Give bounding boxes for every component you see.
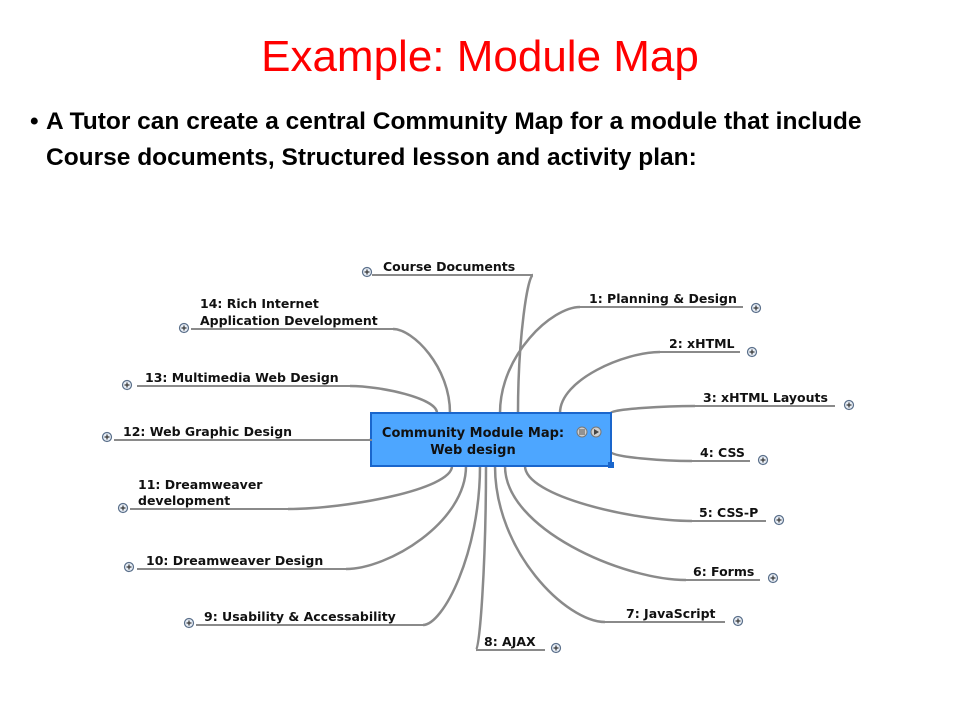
topic-label: 14: Rich Internet [200, 296, 319, 311]
expand-plus-icon[interactable] [117, 502, 129, 514]
topic-node-course-documents[interactable]: Course Documents [361, 259, 534, 278]
expand-plus-icon[interactable] [767, 572, 779, 584]
branch-lines [287, 273, 696, 652]
topic-node-lesson-5[interactable]: 5: CSS-P [692, 505, 785, 526]
topic-node-lesson-10[interactable]: 10: Dreamweaver Design [123, 553, 347, 573]
expand-plus-icon[interactable] [746, 346, 758, 358]
central-node-title: Community Module Map: [382, 426, 564, 441]
expand-plus-icon[interactable] [183, 617, 195, 629]
topic-label: 3: xHTML Layouts [703, 390, 828, 405]
topic-nodes: Course Documents 1: Planning & Design 2: x… [101, 259, 855, 654]
bullet-item: • A Tutor can create a central Community… [30, 104, 940, 176]
branch-line-lesson-6 [503, 465, 687, 582]
branch-line-lesson-9 [422, 465, 482, 627]
expand-plus-icon[interactable] [123, 561, 135, 573]
topic-label: 11: Dreamweaver [138, 477, 263, 492]
topic-label: 9: Usability & Accessability [204, 609, 396, 624]
expand-plus-icon[interactable] [750, 302, 762, 314]
topic-label: 1: Planning & Design [589, 291, 737, 306]
expand-plus-icon[interactable] [732, 615, 744, 627]
central-menu-icon[interactable] [576, 426, 588, 438]
topic-label: 13: Multimedia Web Design [145, 370, 339, 385]
bullet-text: A Tutor can create a central Community M… [46, 108, 862, 171]
branch-line-lesson-8 [474, 465, 488, 652]
bullet-dot-icon: • [30, 108, 39, 135]
topic-node-lesson-12[interactable]: 12: Web Graphic Design [101, 424, 373, 443]
central-node-subtitle: Web design [430, 443, 515, 458]
topic-label: 7: JavaScript [626, 606, 716, 621]
branch-line-lesson-7 [493, 465, 606, 624]
expand-plus-icon[interactable] [773, 514, 785, 526]
expand-plus-icon[interactable] [121, 379, 133, 391]
branch-line-lesson-3 [609, 404, 696, 415]
central-node-box [370, 412, 612, 467]
branch-line-lesson-4 [609, 450, 693, 463]
topic-node-lesson-7[interactable]: 7: JavaScript [605, 606, 744, 627]
topic-label: Application Development [200, 313, 378, 328]
expand-plus-icon[interactable] [757, 454, 769, 466]
topic-label: 10: Dreamweaver Design [146, 553, 323, 568]
topic-node-lesson-4[interactable]: 4: CSS [692, 445, 769, 466]
topic-node-lesson-1[interactable]: 1: Planning & Design [580, 291, 762, 314]
central-node-handle[interactable] [608, 462, 614, 468]
central-node[interactable]: Community Module Map: Web design [370, 412, 614, 468]
branch-line-lesson-14 [392, 327, 452, 414]
topic-label: 2: xHTML [669, 336, 735, 351]
bullet-list: • A Tutor can create a central Community… [30, 104, 940, 176]
expand-plus-icon[interactable] [361, 266, 373, 278]
topic-node-lesson-2[interactable]: 2: xHTML [660, 336, 758, 358]
expand-plus-icon[interactable] [550, 642, 562, 654]
topic-node-lesson-8[interactable]: 8: AJAX [476, 634, 562, 654]
topic-label: Course Documents [383, 259, 515, 274]
topic-label: 12: Web Graphic Design [123, 424, 292, 439]
branch-line-lesson-13 [349, 384, 439, 414]
topic-label: 5: CSS-P [699, 505, 758, 520]
topic-label: development [138, 493, 230, 508]
slide-title: Example: Module Map [261, 32, 699, 81]
topic-label: 8: AJAX [484, 634, 536, 649]
branch-line-lesson-2 [558, 350, 661, 414]
expand-plus-icon[interactable] [843, 399, 855, 411]
topic-node-lesson-13[interactable]: 13: Multimedia Web Design [121, 370, 351, 391]
topic-node-lesson-6[interactable]: 6: Forms [686, 564, 779, 584]
expand-plus-icon[interactable] [101, 431, 113, 443]
topic-label: 6: Forms [693, 564, 754, 579]
expand-plus-icon[interactable] [178, 322, 190, 334]
branch-line-lesson-11 [287, 465, 454, 511]
topic-node-lesson-9[interactable]: 9: Usability & Accessability [183, 609, 424, 629]
topic-label: 4: CSS [700, 445, 745, 460]
branch-line-lesson-5 [523, 465, 693, 523]
branch-line-course-documents [516, 273, 535, 414]
branch-line-lesson-10 [345, 465, 468, 571]
topic-node-lesson-3[interactable]: 3: xHTML Layouts [695, 390, 855, 411]
branch-line-lesson-1 [498, 305, 581, 414]
central-expand-icon[interactable] [590, 426, 602, 438]
